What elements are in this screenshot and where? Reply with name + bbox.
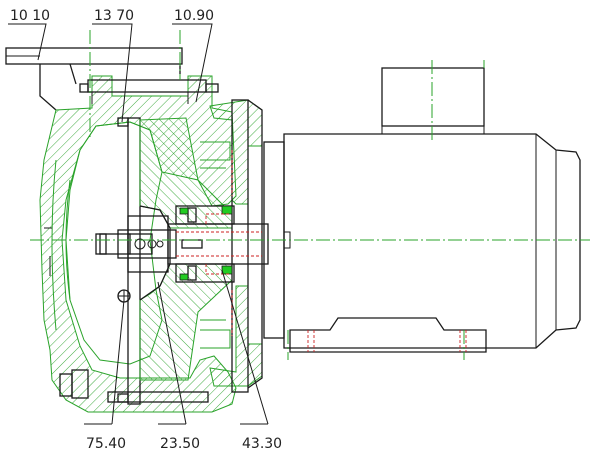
callout-impeller-key: 23.50	[160, 436, 200, 452]
seal-o-ring	[179, 207, 189, 215]
leader-lines	[8, 23, 269, 425]
casing-bolt-bottom	[107, 391, 209, 403]
leader-casing-cover	[172, 23, 213, 103]
callout-mechanical-seal: 43.30	[242, 436, 282, 452]
mechanical-seal	[175, 205, 235, 283]
centerlines	[30, 30, 590, 360]
electric-motor	[263, 67, 581, 353]
terminal-box	[381, 67, 485, 127]
leader-casing	[8, 23, 47, 61]
callout-casing: 10 10	[10, 8, 50, 24]
impeller-nut	[127, 233, 153, 255]
leader-mechanical-seal	[221, 269, 269, 425]
callout-casing-cover: 10.90	[174, 8, 214, 24]
leader-casing-gasket	[111, 299, 125, 425]
callout-casing-gasket: 75.40	[86, 436, 126, 452]
leader-impeller	[92, 23, 133, 123]
motor-housing	[283, 133, 581, 349]
leader-impeller-key	[157, 281, 187, 425]
pump-casing	[39, 75, 237, 413]
motor-feet	[289, 317, 487, 353]
callout-impeller: 13 70	[94, 8, 134, 24]
